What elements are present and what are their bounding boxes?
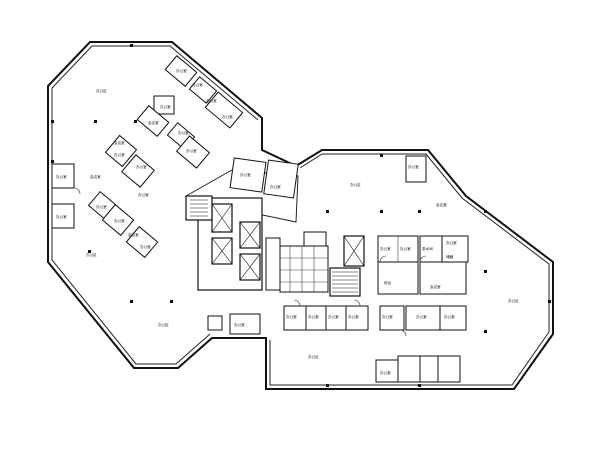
label-office-19: 办公室 — [408, 164, 419, 169]
label-open-office-west: 办公区 — [96, 88, 107, 93]
office-west-sw — [229, 313, 261, 335]
label-meeting-5: 会议室 — [436, 202, 447, 207]
stair-east — [329, 267, 361, 297]
columns — [51, 44, 551, 387]
elevator-2-x2 — [211, 237, 233, 265]
label-office-15: 办公室 — [56, 214, 67, 219]
office-s-4 — [345, 305, 369, 331]
label-open-office-north: 办公区 — [350, 182, 361, 187]
core-east-box — [303, 231, 327, 247]
label-office-28: 办公室 — [416, 314, 427, 319]
door-5 — [399, 329, 407, 337]
label-office-21: 办公室 — [400, 246, 411, 251]
toilet-cluster — [279, 245, 329, 293]
label-office-4: 办公室 — [222, 114, 233, 119]
label-office-3: 办公室 — [206, 98, 217, 103]
office-w-7 — [104, 134, 138, 168]
office-s-7 — [439, 305, 467, 331]
office-west-sw-2 — [207, 315, 223, 331]
label-storage: 储藏 — [446, 254, 454, 259]
office-w-2 — [188, 76, 218, 104]
label-office-22: 办公室 — [446, 240, 457, 245]
label-meeting-3: 会议室 — [90, 174, 101, 179]
label-open-office-south: 办公区 — [158, 322, 169, 327]
label-reception: 前台 — [384, 280, 392, 285]
door-4 — [353, 299, 361, 307]
label-open-office-east: 办公区 — [508, 298, 519, 303]
office-w-4 — [153, 95, 175, 115]
office-s-5 — [379, 305, 405, 331]
office-link-1 — [229, 157, 267, 193]
label-office-16: 办公室 — [240, 172, 251, 177]
office-e-5 — [419, 261, 467, 295]
office-w-11 — [101, 203, 135, 237]
label-office-13: 办公室 — [140, 244, 151, 249]
label-office-24: 办公室 — [308, 314, 319, 319]
west-wing-outline — [47, 41, 554, 390]
label-office-27: 办公室 — [382, 314, 393, 319]
shaft — [343, 235, 365, 267]
door-1 — [379, 255, 387, 263]
office-e-1 — [405, 155, 427, 183]
label-office-18: 办公室 — [234, 322, 245, 327]
office-link-2 — [263, 159, 299, 199]
west-wing-inner-line-2 — [51, 88, 211, 365]
label-office-5: 办公室 — [160, 104, 171, 109]
office-s-9 — [397, 355, 421, 383]
reception — [377, 261, 419, 295]
office-w-14 — [51, 203, 75, 229]
label-open-office-sw: 办公区 — [86, 252, 97, 257]
label-office-10: 办公室 — [138, 192, 149, 197]
office-w-12 — [125, 225, 159, 259]
label-office-25: 办公室 — [328, 314, 339, 319]
office-w-13 — [51, 163, 75, 189]
elevator-4-x2 — [239, 253, 261, 281]
label-office-14: 办公室 — [56, 174, 67, 179]
label-office-30: 办公室 — [380, 370, 391, 375]
toilet-cluster-2 — [265, 237, 281, 291]
label-meeting-4: 会议室 — [128, 232, 139, 237]
label-office-12: 办公室 — [114, 218, 125, 223]
door-3 — [293, 299, 301, 307]
office-w-3 — [204, 91, 244, 129]
door-6 — [73, 187, 81, 195]
label-office-20: 办公室 — [380, 246, 391, 251]
label-office-17: 办公室 — [270, 184, 281, 189]
office-s-11 — [437, 355, 461, 383]
label-pantry: 茶水间 — [422, 246, 433, 251]
label-meeting-6: 会议室 — [430, 284, 441, 289]
label-meeting-2: 会议室 — [114, 140, 125, 145]
label-meeting-1: 会议室 — [148, 120, 159, 125]
label-open-office-mid: 办公区 — [308, 354, 319, 359]
label-office-9: 办公室 — [136, 164, 147, 169]
office-w-1 — [164, 55, 198, 87]
label-office-29: 办公室 — [444, 314, 455, 319]
office-w-9 — [121, 154, 155, 188]
office-w-5 — [136, 105, 170, 137]
label-office-11: 办公室 — [96, 204, 107, 209]
office-s-10 — [419, 355, 439, 383]
label-office-26: 办公室 — [348, 314, 359, 319]
stair-west — [185, 195, 213, 221]
label-office-2: 办公室 — [192, 82, 203, 87]
elevator-1-x2 — [211, 203, 233, 233]
label-office-1: 办公室 — [176, 68, 187, 73]
label-office-6: 办公室 — [178, 130, 189, 135]
label-office-23: 办公室 — [286, 314, 297, 319]
elevator-3-x2 — [239, 221, 261, 249]
room-labels: 办公区 办公区 办公区 办公区 办公区 办公区 办公室 办公室 办公室 办公室 … — [56, 68, 519, 375]
label-office-7: 办公室 — [186, 148, 197, 153]
label-office-8: 办公室 — [114, 152, 125, 157]
east-wing-inner-line — [269, 153, 550, 386]
office-e-4 — [441, 235, 469, 263]
office-w-8 — [175, 135, 211, 169]
door-2 — [419, 255, 427, 263]
